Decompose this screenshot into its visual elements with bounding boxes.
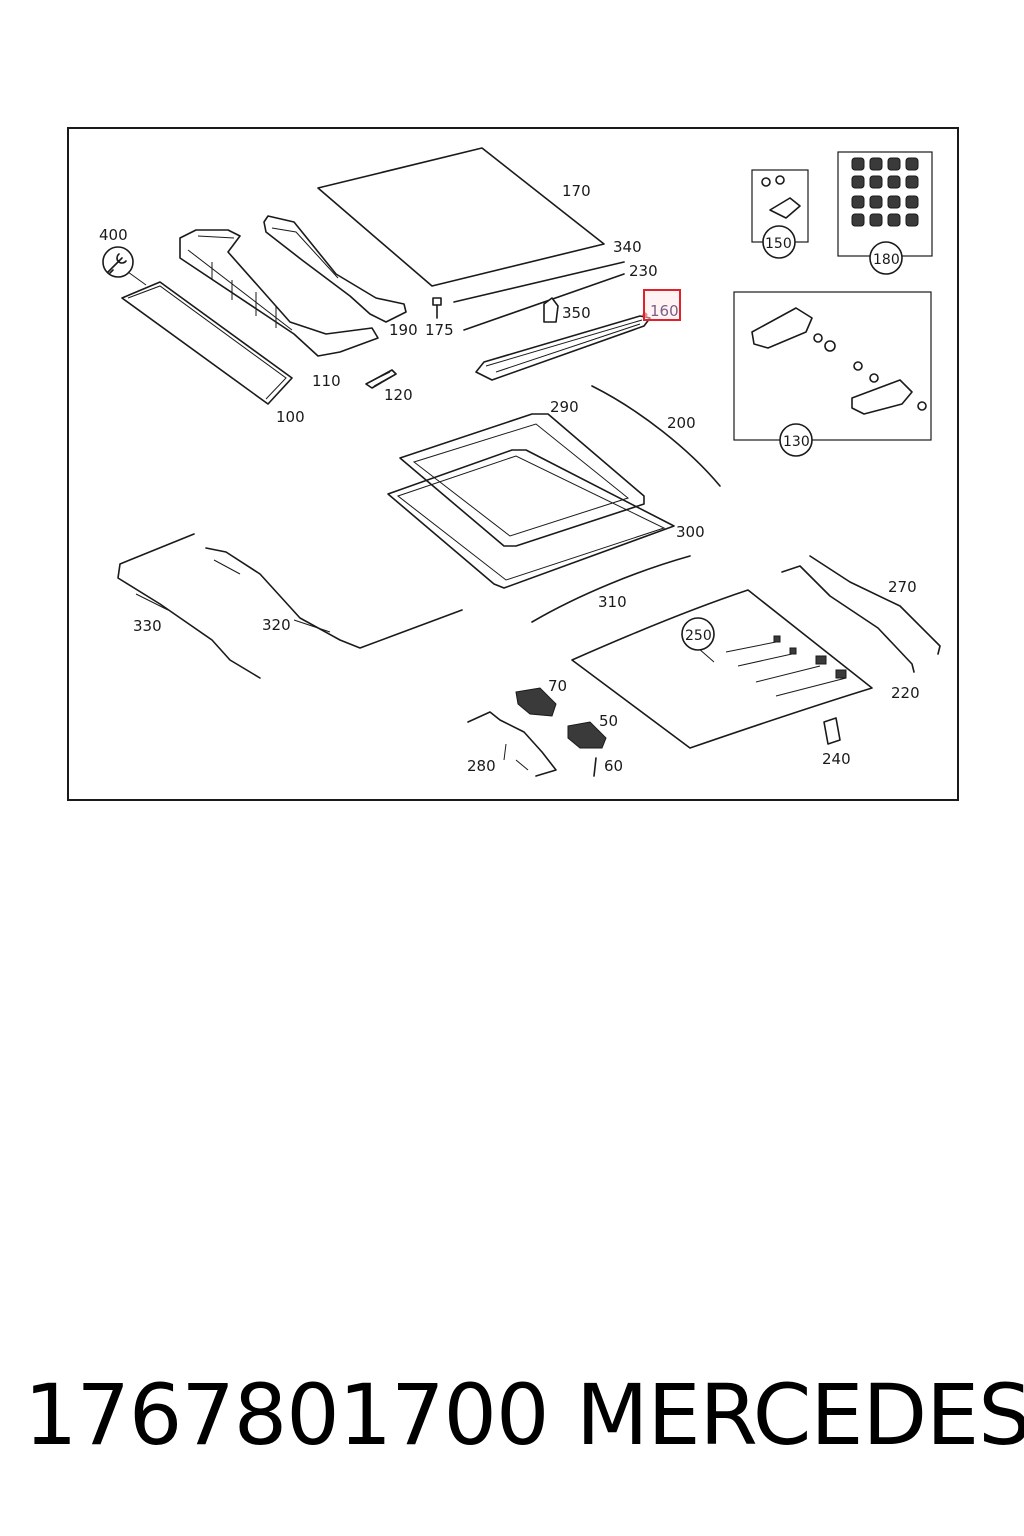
- part-270-rail-trim: [809, 555, 941, 655]
- callout-160-highlight: [643, 289, 681, 321]
- part-100-roof-panel[interactable]: [121, 281, 293, 405]
- part-190-seal-strip[interactable]: [263, 215, 407, 323]
- callout-270[interactable]: 270: [888, 578, 917, 596]
- callout-circle-180: [869, 241, 903, 275]
- callout-280[interactable]: 280: [467, 757, 496, 775]
- brand-name: MERCEDES: [576, 1366, 1024, 1464]
- part-170-glass-panel[interactable]: [317, 147, 605, 287]
- part-number: 1767801700: [24, 1366, 549, 1464]
- part-290-frame-seal[interactable]: [399, 413, 645, 547]
- callout-340[interactable]: 340: [613, 238, 642, 256]
- part-270-rail[interactable]: [781, 565, 915, 673]
- callout-100[interactable]: 100: [276, 408, 305, 426]
- callout-circle-130: [779, 423, 813, 457]
- part-240-connector[interactable]: [823, 717, 841, 745]
- part-120-bracket[interactable]: [365, 369, 397, 389]
- part-300-frame-seal[interactable]: [387, 449, 675, 589]
- part-200-seal-strip[interactable]: [591, 385, 721, 487]
- part-110-rear-frame[interactable]: [179, 229, 379, 357]
- callout-60[interactable]: 60: [604, 757, 623, 775]
- part-310-seal-strip[interactable]: [531, 555, 691, 623]
- callout-250[interactable]: 250: [685, 628, 712, 644]
- part-320-cable[interactable]: [205, 547, 463, 649]
- callout-120[interactable]: 120: [384, 386, 413, 404]
- callout-circle-150: [762, 225, 796, 259]
- callout-190[interactable]: 190: [389, 321, 418, 339]
- part-175-bolt[interactable]: [432, 297, 442, 319]
- part-60-screw[interactable]: [593, 757, 597, 777]
- callout-220[interactable]: 220: [891, 684, 920, 702]
- part-250-headliner[interactable]: [571, 589, 873, 749]
- callout-400[interactable]: 400: [99, 226, 128, 244]
- callout-350[interactable]: 350: [562, 304, 591, 322]
- callout-circle-250: [681, 617, 715, 651]
- callout-175[interactable]: 175: [425, 321, 454, 339]
- parts-exploded-diagram: 400 100 110 120 190 175 170 340 230 350 …: [67, 127, 959, 801]
- callout-50[interactable]: 50: [599, 712, 618, 730]
- callout-170[interactable]: 170: [562, 182, 591, 200]
- callout-150[interactable]: 150: [765, 236, 792, 252]
- diagram-frame: [67, 127, 959, 801]
- part-330-cable[interactable]: [117, 533, 261, 679]
- part-280-wiring[interactable]: [467, 711, 557, 777]
- callout-290[interactable]: 290: [550, 398, 579, 416]
- part-50-motor-bracket[interactable]: [567, 721, 607, 749]
- callout-310[interactable]: 310: [598, 593, 627, 611]
- part-400-tool-icon[interactable]: [102, 246, 134, 278]
- part-180-grommets: [851, 157, 919, 227]
- callout-110[interactable]: 110: [312, 372, 341, 390]
- part-350-clip[interactable]: [543, 297, 559, 323]
- callout-200[interactable]: 200: [667, 414, 696, 432]
- callout-330[interactable]: 330: [133, 617, 162, 635]
- footer: 1767801700 MERCEDES: [0, 1360, 1024, 1480]
- callout-320[interactable]: 320: [262, 616, 291, 634]
- callout-160[interactable]: 160: [650, 302, 679, 320]
- callout-180[interactable]: 180: [873, 252, 900, 268]
- callout-240[interactable]: 240: [822, 750, 851, 768]
- part-70-motor-bracket[interactable]: [515, 687, 557, 717]
- callout-130[interactable]: 130: [783, 434, 810, 450]
- callout-70[interactable]: 70: [548, 677, 567, 695]
- part-230-seal[interactable]: [463, 273, 625, 331]
- callout-230[interactable]: 230: [629, 262, 658, 280]
- part-130-box[interactable]: [733, 291, 932, 441]
- callout-300[interactable]: 300: [676, 523, 705, 541]
- part-340-seal[interactable]: [453, 261, 625, 303]
